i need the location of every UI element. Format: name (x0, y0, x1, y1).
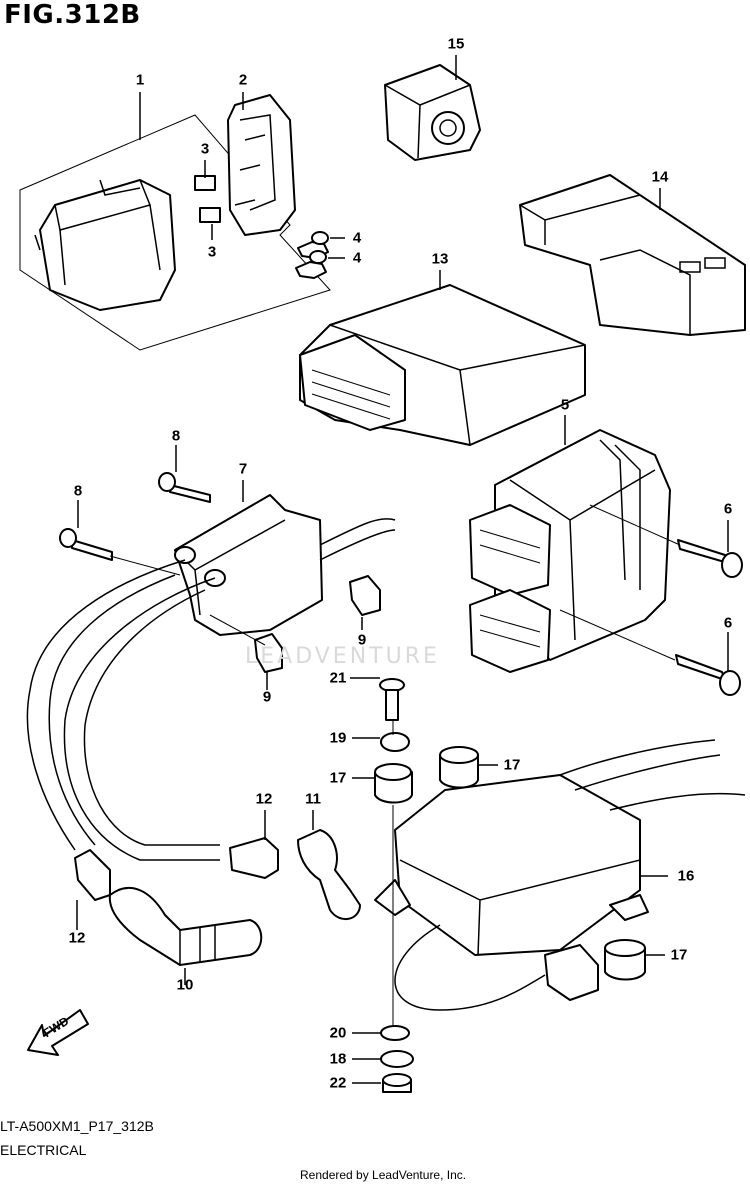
callout-13: 13 (431, 250, 449, 268)
spark-plug-cap-part (110, 888, 261, 965)
control-unit-part (375, 740, 745, 1010)
fuse-part-upper (195, 176, 215, 190)
callout-9-lower: 9 (262, 688, 272, 706)
callout-3-lower: 3 (207, 243, 217, 261)
rendered-by-credit: Rendered by LeadVenture, Inc. (300, 1168, 467, 1182)
bolt-part-6-upper (678, 540, 742, 577)
callout-6-upper: 6 (723, 500, 733, 518)
callout-10: 10 (176, 976, 194, 994)
callout-16: 16 (677, 867, 695, 885)
boot-seal-part-right (230, 838, 278, 878)
callout-5: 5 (560, 396, 570, 414)
callout-20: 20 (329, 1024, 347, 1042)
collar-part-upper (350, 576, 380, 615)
callout-8-lower: 8 (73, 482, 83, 500)
fuse-part-lower (200, 208, 220, 222)
starter-relay-part (35, 180, 175, 310)
callout-18: 18 (329, 1050, 347, 1068)
bolt-part-6-lower (676, 655, 740, 695)
callout-17-left: 17 (329, 769, 347, 787)
figure-title: FIG.312B (4, 0, 141, 30)
boot-seal-part-left (75, 850, 110, 900)
watermark: LEADVENTURE (245, 644, 440, 669)
callout-4-lower: 4 (352, 249, 362, 267)
callout-12-upper: 12 (255, 790, 273, 808)
group-outline-part-1 (20, 115, 330, 350)
washer-part-18 (381, 1051, 413, 1067)
callout-9-upper: 9 (357, 631, 367, 649)
model-code: LT-A500XM1_P17_312B (0, 1118, 154, 1134)
callout-15: 15 (447, 35, 465, 53)
grommet-part-17-lower (605, 940, 645, 980)
regulator-rectifier-part (470, 430, 670, 672)
callout-21: 21 (329, 669, 347, 687)
callout-3-upper: 3 (200, 140, 210, 158)
bolt-part-lower (296, 251, 326, 278)
leader-lines (77, 55, 728, 1083)
bolt-part-8-upper (159, 473, 210, 502)
connector-part (385, 65, 480, 160)
coil-lead-wire (320, 519, 395, 545)
ecm-cover-part (520, 175, 745, 335)
fwd-arrow-icon (28, 1010, 88, 1055)
ecm-unit-part (300, 285, 585, 445)
grommet-part-17-right (440, 747, 478, 788)
washer-part-19 (381, 733, 409, 751)
bolt-part-21 (380, 679, 404, 720)
ignition-coil-part (175, 495, 322, 635)
bolt-part-8-lower (60, 529, 112, 560)
callout-1: 1 (135, 71, 145, 89)
callout-4-upper: 4 (352, 229, 362, 247)
callout-11: 11 (305, 790, 321, 808)
callout-6-lower: 6 (723, 614, 733, 632)
relay-cover-part (228, 95, 295, 235)
callout-14: 14 (651, 168, 669, 186)
section-name: ELECTRICAL (0, 1142, 87, 1158)
washer-part-20 (381, 1026, 409, 1040)
plug-cap-part-11 (298, 830, 360, 919)
callout-22: 22 (329, 1074, 347, 1092)
callout-8-upper: 8 (171, 427, 181, 445)
callout-2: 2 (238, 71, 248, 89)
nut-part-22 (383, 1074, 411, 1092)
callout-12-lower: 12 (68, 929, 86, 947)
callout-17-lower: 17 (670, 946, 688, 964)
callout-17-right: 17 (503, 756, 521, 774)
grommet-part-17-left (375, 764, 412, 803)
callout-7: 7 (238, 460, 248, 478)
callout-19: 19 (329, 729, 347, 747)
